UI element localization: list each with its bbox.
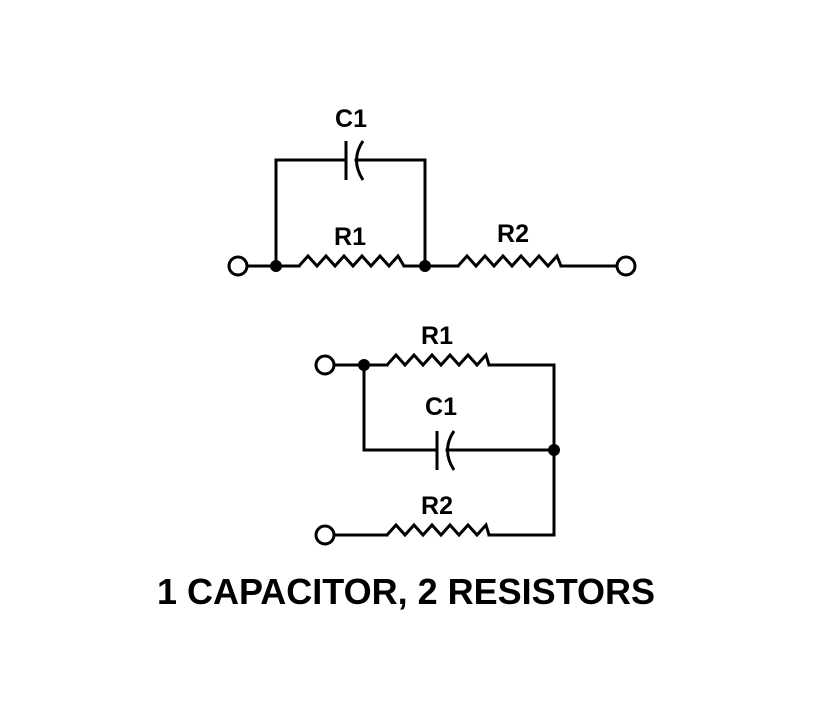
wire xyxy=(362,363,439,452)
label-r2-b: R2 xyxy=(421,492,453,520)
wire xyxy=(274,158,348,268)
label-r2-a: R2 xyxy=(497,220,529,248)
terminal-b-top xyxy=(314,354,336,376)
label-c1-b: C1 xyxy=(425,393,457,421)
junction-node xyxy=(419,260,431,272)
circuit-b: R1 C1 R2 xyxy=(314,322,560,546)
junction-node xyxy=(270,260,282,272)
terminal-b-bottom xyxy=(314,524,336,546)
terminal-a-right xyxy=(615,255,637,277)
label-r1-b: R1 xyxy=(421,322,453,350)
junction-node xyxy=(358,359,370,371)
circuit-a: C1 R1 R2 xyxy=(227,105,637,277)
diagram-caption: 1 CAPACITOR, 2 RESISTORS xyxy=(157,571,655,612)
terminal-a-left xyxy=(227,255,249,277)
resistor-r1-b xyxy=(385,352,491,368)
junction-node xyxy=(548,444,560,456)
resistor-r2-b xyxy=(385,522,491,538)
resistor-r2-a xyxy=(456,253,563,269)
label-r1-a: R1 xyxy=(334,223,366,251)
resistor-r1-a xyxy=(297,253,406,269)
wire xyxy=(354,158,427,268)
wire xyxy=(487,363,556,537)
label-c1-a: C1 xyxy=(335,105,367,133)
